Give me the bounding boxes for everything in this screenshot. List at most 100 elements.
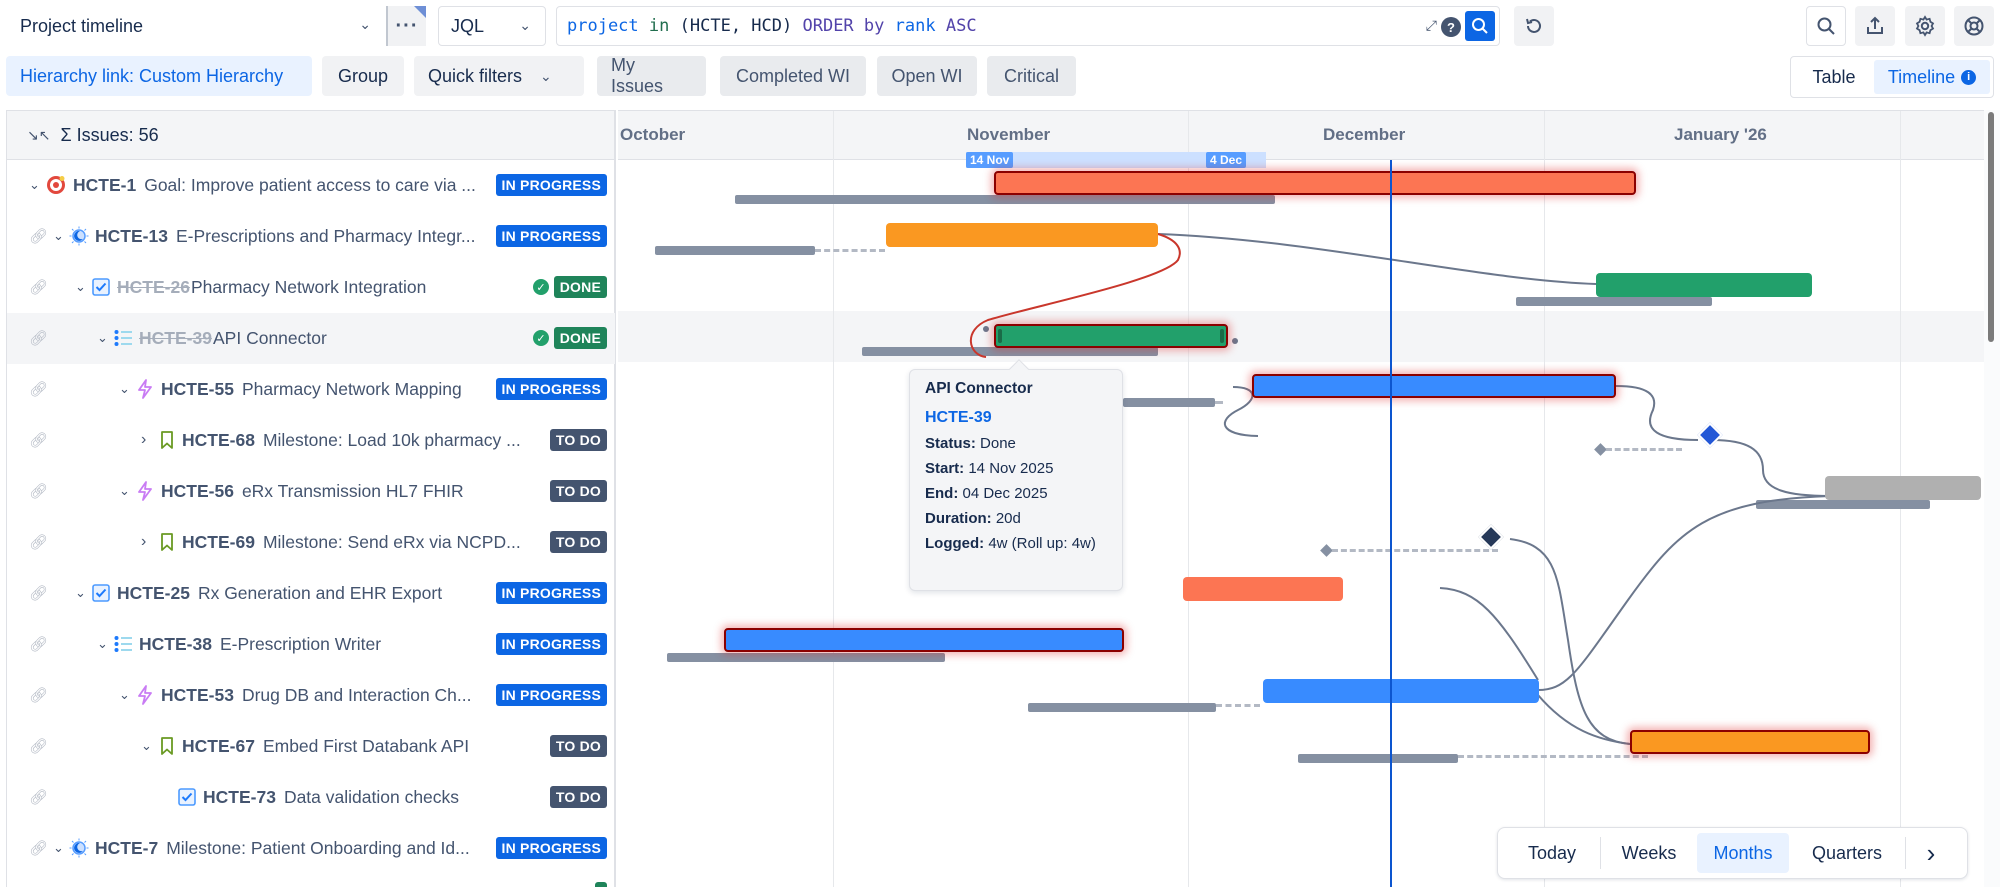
export-button[interactable] bbox=[1855, 6, 1895, 46]
group-button[interactable]: Group bbox=[322, 56, 404, 96]
today-button[interactable]: Today bbox=[1527, 842, 1577, 863]
timeline-bar-hcte-55[interactable] bbox=[1252, 374, 1616, 398]
link-icon[interactable]: 🔗︎ bbox=[29, 432, 49, 450]
link-icon[interactable]: 🔗︎ bbox=[29, 636, 49, 654]
chevron-down-icon[interactable]: ⌄ bbox=[141, 738, 152, 754]
zoom-months[interactable]: Months bbox=[1697, 833, 1789, 873]
link-icon[interactable]: 🔗︎ bbox=[29, 381, 49, 399]
link-icon[interactable]: 🔗︎ bbox=[29, 840, 49, 858]
issue-key[interactable]: HCTE-39 bbox=[139, 328, 212, 349]
milestone-diamond-hcte-68[interactable] bbox=[1697, 422, 1723, 448]
chevron-right-icon[interactable]: › bbox=[141, 431, 147, 449]
chevron-right-icon[interactable]: › bbox=[1926, 837, 1936, 868]
vertical-scrollbar[interactable] bbox=[1984, 110, 2000, 887]
help-button[interactable] bbox=[1954, 6, 1994, 46]
link-icon[interactable]: 🔗︎ bbox=[29, 585, 49, 603]
tab-table[interactable]: Table bbox=[1812, 66, 1856, 87]
quick-filter-my-issues[interactable]: My Issues bbox=[597, 55, 706, 96]
timeline-bar-hcte-39[interactable] bbox=[994, 324, 1228, 348]
table-row[interactable]: 🔗︎ ⌄ HCTE-26 Pharmacy Network Integratio… bbox=[7, 262, 615, 313]
link-icon[interactable]: 🔗︎ bbox=[29, 687, 49, 705]
link-icon[interactable]: 🔗︎ bbox=[29, 483, 49, 501]
timeline-bar-hcte-38[interactable] bbox=[724, 628, 1124, 652]
reset-button[interactable] bbox=[1514, 6, 1554, 46]
timeline-bar-hcte-13[interactable] bbox=[886, 223, 1158, 247]
tab-timeline[interactable]: Timeline i bbox=[1874, 60, 1990, 94]
link-icon[interactable]: 🔗︎ bbox=[29, 738, 49, 756]
resize-handle-right[interactable] bbox=[1220, 329, 1224, 343]
info-icon[interactable]: i bbox=[1961, 69, 1977, 85]
tooltip-issue-key[interactable]: HCTE-39 bbox=[925, 409, 992, 426]
table-row[interactable] bbox=[7, 874, 615, 887]
milestone-diamond-hcte-69[interactable] bbox=[1478, 524, 1504, 550]
jql-query-input[interactable]: project in (HCTE, HCD) ORDER by rank ASC… bbox=[556, 6, 1500, 46]
chevron-down-icon[interactable]: ⌄ bbox=[119, 687, 130, 703]
view-select[interactable]: Project timeline ⌄ bbox=[8, 6, 383, 46]
chevron-down-icon[interactable]: ⌄ bbox=[53, 228, 64, 244]
chevron-down-icon[interactable]: ⌄ bbox=[75, 585, 86, 601]
search-button[interactable] bbox=[1465, 11, 1495, 41]
hierarchy-link-button[interactable]: Hierarchy link: Custom Hierarchy bbox=[6, 56, 312, 96]
issue-key[interactable]: HCTE-26 bbox=[117, 277, 190, 298]
chevron-down-icon[interactable]: ⌄ bbox=[53, 840, 64, 856]
chevron-down-icon[interactable]: ⌄ bbox=[97, 330, 108, 346]
quick-filters-button[interactable]: Quick filters ⌄ bbox=[414, 56, 584, 96]
quick-filter-open-wi[interactable]: Open WI bbox=[877, 56, 977, 96]
collapse-all-icon[interactable]: ↘↖ bbox=[27, 126, 51, 143]
link-icon[interactable]: 🔗︎ bbox=[29, 534, 49, 552]
chevron-down-icon[interactable]: ⌄ bbox=[29, 177, 40, 193]
link-icon[interactable]: 🔗︎ bbox=[29, 330, 49, 348]
chevron-down-icon[interactable]: ⌄ bbox=[97, 636, 108, 652]
quick-filter-critical[interactable]: Critical bbox=[987, 56, 1076, 96]
zoom-weeks[interactable]: Weeks bbox=[1621, 842, 1677, 863]
search-button[interactable] bbox=[1806, 6, 1846, 46]
link-icon[interactable]: 🔗︎ bbox=[29, 279, 49, 297]
quick-filter-completed-wi[interactable]: Completed WI bbox=[720, 56, 866, 96]
settings-button[interactable] bbox=[1905, 6, 1945, 46]
chevron-down-icon[interactable]: ⌄ bbox=[119, 381, 130, 397]
expand-icon[interactable]: ⤢ bbox=[1425, 18, 1437, 34]
timeline-bar-hcte-25[interactable] bbox=[1183, 577, 1343, 601]
chevron-down-icon[interactable]: ⌄ bbox=[119, 483, 130, 499]
link-icon[interactable]: 🔗︎ bbox=[29, 228, 49, 246]
resize-handle-left[interactable] bbox=[998, 329, 1002, 343]
query-mode-select[interactable]: JQL ⌄ bbox=[438, 6, 546, 46]
chevron-right-icon[interactable]: › bbox=[141, 533, 147, 551]
more-options-button[interactable]: ··· bbox=[386, 6, 426, 46]
table-row[interactable]: 🔗︎ ⌄ HCTE-39 API Connector ✓ DONE bbox=[7, 313, 615, 364]
help-icon[interactable]: ? bbox=[1441, 17, 1461, 37]
scrollbar-thumb[interactable] bbox=[1988, 112, 1994, 342]
timeline-bar-hcte-1[interactable] bbox=[994, 171, 1636, 195]
timeline-bar-hcte-67[interactable] bbox=[1630, 730, 1870, 754]
timeline-bar-hcte-53[interactable] bbox=[1263, 679, 1539, 703]
zoom-quarters[interactable]: Quarters bbox=[1811, 842, 1883, 863]
link-icon[interactable]: 🔗︎ bbox=[29, 789, 49, 807]
timeline-bar-hcte-26[interactable] bbox=[1596, 273, 1812, 297]
timeline-bar-hcte-56[interactable] bbox=[1825, 476, 1981, 500]
chevron-down-icon[interactable]: ⌄ bbox=[75, 279, 86, 295]
